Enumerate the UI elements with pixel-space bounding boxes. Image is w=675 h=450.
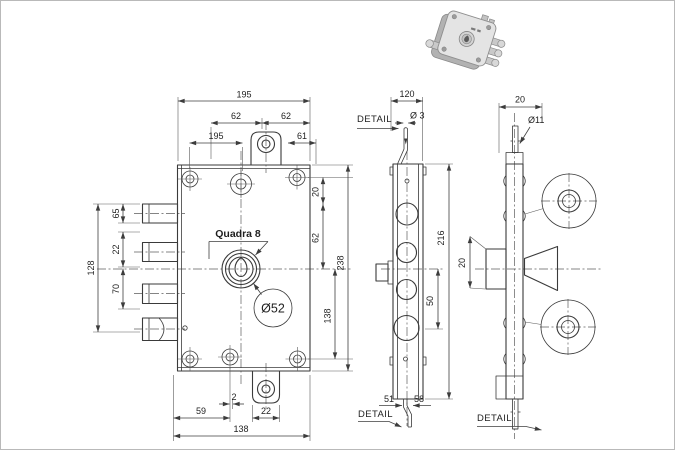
- dim-label: 216: [436, 230, 446, 245]
- dim-label: 51: [384, 394, 394, 404]
- dim-label: 20: [457, 258, 467, 268]
- dim-label: 58: [414, 394, 424, 404]
- screw-hole: [218, 345, 242, 369]
- bolt: [141, 203, 179, 224]
- detail-circle-top: [524, 173, 597, 229]
- dim-label: Ø 3: [410, 111, 425, 121]
- edge-view: 20 Ø11 20 DETAIL: [457, 95, 601, 439]
- case-block: [485, 248, 507, 290]
- dim-label: 59: [196, 406, 206, 416]
- product-label: Quadra 8: [215, 228, 261, 240]
- bolts: [141, 203, 179, 342]
- dim-label: 2: [231, 392, 236, 402]
- cylinder-diameter-label: Ø52: [261, 302, 285, 316]
- dim-label: 138: [233, 424, 248, 434]
- detail-circle-bottom: [524, 299, 596, 355]
- screw-holes: [178, 165, 310, 371]
- dim-label: 20: [515, 95, 525, 105]
- lock-case: [176, 131, 311, 404]
- side-body: [375, 163, 427, 400]
- dim-label: 22: [261, 406, 271, 416]
- cylinder-cone: [523, 245, 559, 292]
- pin-hole: [182, 325, 188, 331]
- side-dimensions: 120 DETAIL Ø 3 216 50 51 58 DETAIL: [357, 89, 453, 428]
- iso-cylinder: [458, 31, 475, 47]
- iso-screws: [441, 14, 492, 63]
- side-centerlines: [381, 151, 445, 426]
- dim-label: 70: [111, 284, 121, 294]
- screw-hole: [285, 165, 309, 190]
- screw-hole: [178, 167, 202, 191]
- edge-dimensions: 20 Ø11 20 DETAIL: [457, 95, 544, 431]
- dim-label: 62: [311, 233, 321, 243]
- side-view: 120 DETAIL Ø 3 216 50 51 58 DETAIL: [357, 89, 453, 428]
- keyhole-icon: [234, 256, 248, 278]
- front-dimensions: 195 62 62 195 61 65 22 70 128 20 62: [86, 90, 353, 441]
- dim-label: 128: [86, 260, 96, 275]
- side-rod-top: [397, 127, 408, 165]
- bolt: [141, 241, 179, 263]
- dim-label: 62: [281, 111, 291, 121]
- top-pin: [512, 125, 519, 153]
- latch-bolt: [141, 317, 179, 342]
- side-rod-bottom: [403, 399, 412, 428]
- diameter-balloon: Ø52: [253, 283, 293, 328]
- product-annotation: Quadra 8: [208, 228, 269, 259]
- dim-label: 22: [111, 244, 121, 254]
- cylinder: [221, 249, 261, 289]
- dim-label: 120: [399, 89, 414, 99]
- dim-label: 20: [311, 187, 321, 197]
- detail-label-bottom: DETAIL: [477, 413, 512, 424]
- dim-label: 138: [323, 308, 333, 323]
- dim-label: 61: [297, 131, 307, 141]
- side-bolt: [375, 260, 394, 285]
- edge-centerlines: [475, 113, 601, 439]
- mounting-tab-top: [250, 131, 282, 165]
- dim-label: 62: [231, 111, 241, 121]
- screw-hole: [227, 170, 255, 198]
- dim-label: 195: [208, 131, 223, 141]
- bottom-pin: [512, 398, 519, 430]
- dim-label: Ø11: [528, 115, 544, 125]
- iso-view: [425, 10, 506, 70]
- dim-label: 238: [336, 255, 346, 270]
- dim-label: 50: [425, 296, 435, 306]
- bolt: [141, 283, 179, 305]
- screw-hole: [178, 347, 202, 371]
- screw-hole: [285, 347, 310, 371]
- edge-body: [485, 125, 559, 430]
- detail-label-bottom: DETAIL: [358, 409, 393, 420]
- dim-label: 65: [111, 208, 121, 218]
- front-view: Quadra 8 Ø52 195 62 62 195 61: [86, 90, 353, 441]
- dim-label: 195: [236, 90, 251, 100]
- detail-label-top: DETAIL: [357, 114, 392, 125]
- mounting-tab-bottom: [251, 371, 281, 404]
